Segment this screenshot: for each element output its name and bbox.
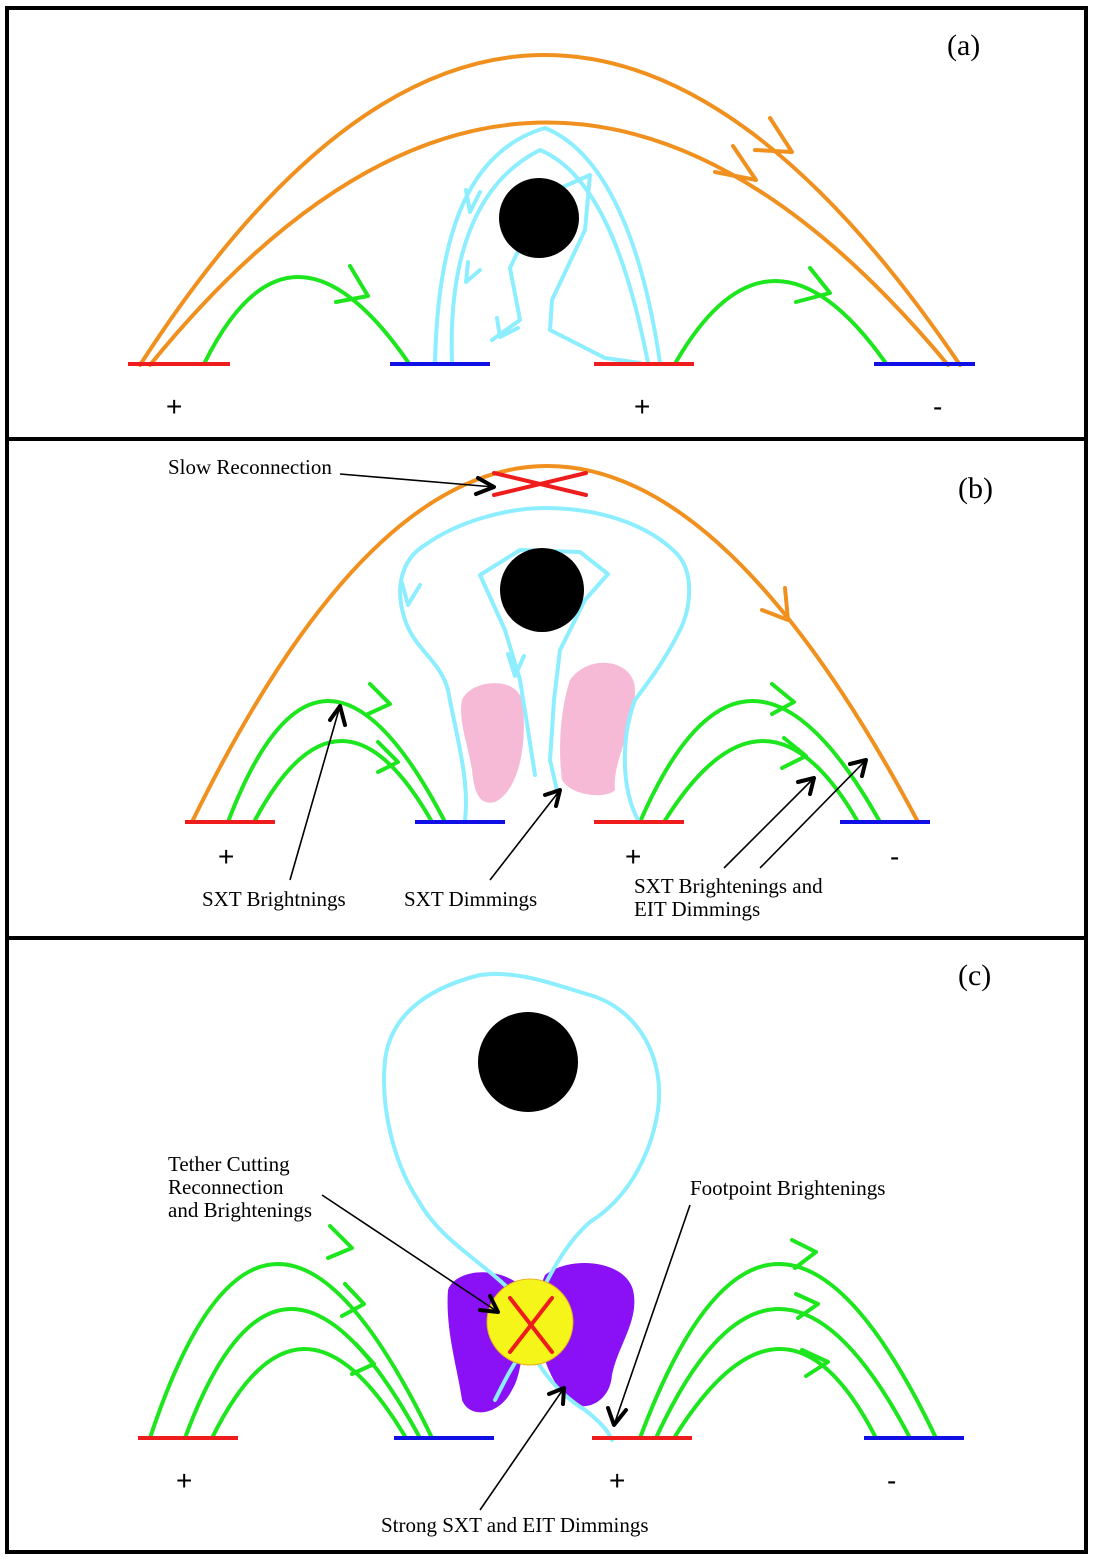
field-direction-arrow: [753, 116, 794, 154]
annotation-arrow: [339, 473, 495, 488]
field-direction-arrow: [495, 316, 520, 339]
side-arcade-left-inner: [252, 739, 434, 824]
label-sxt-dimmings: SXT Dimmings: [404, 887, 537, 911]
sxt-dimming-region: [461, 683, 524, 803]
filament-field-line: [449, 148, 650, 365]
filament-cross-section: [499, 178, 579, 258]
field-direction-arrow: [334, 264, 370, 304]
field-direction-arrow: [790, 1238, 818, 1270]
label-slow-reconnection: Slow Reconnection: [168, 455, 332, 479]
field-direction-arrow: [780, 736, 808, 770]
polarity-sign: -: [890, 841, 899, 872]
panel-b-tag: (b): [958, 472, 993, 505]
annotation-arrow: [479, 1387, 565, 1511]
annotation-arrow: [759, 759, 867, 869]
annotation-arrowhead: [848, 758, 868, 778]
field-direction-arrow: [506, 652, 526, 678]
polarity-sign: +: [609, 1465, 625, 1496]
panel-c-frame: [5, 936, 1088, 1554]
overlying-loop-outer: [138, 53, 962, 367]
tether-cutting-x: [508, 1296, 554, 1354]
annotation-arrow: [289, 705, 341, 881]
slow-reconnection-x: [492, 471, 588, 497]
label-strong-dimmings: Strong SXT and EIT Dimmings: [381, 1513, 649, 1537]
annotation-arrow: [613, 1204, 691, 1426]
label-tether-line3: and Brightenings: [168, 1198, 312, 1222]
field-direction-arrow: [770, 682, 796, 716]
annotation-arrow: [321, 1194, 499, 1313]
side-arcade-right-middle: [654, 1307, 912, 1440]
field-direction-arrow: [794, 1292, 820, 1320]
field-direction-arrow: [376, 740, 400, 774]
filament-field-line: [490, 173, 642, 365]
side-arcade-left-outer: [226, 699, 447, 824]
field-direction-arrow: [350, 1342, 376, 1376]
field-direction-arrow: [760, 586, 790, 622]
annotation-arrowhead: [606, 1406, 628, 1427]
label-tether-line2: Reconnection: [168, 1175, 284, 1199]
panel-a: (a) + + -: [5, 6, 1088, 441]
polarity-sign: +: [176, 1465, 192, 1496]
side-arcade-left-outer: [148, 1262, 434, 1440]
side-arcade-left: [203, 275, 410, 364]
annotation-arrowhead: [328, 704, 347, 727]
overlying-loop-inner: [148, 120, 950, 367]
polarity-sign: +: [218, 841, 234, 872]
overlying-loop: [190, 464, 920, 824]
field-direction-arrow: [464, 188, 482, 214]
side-arcade-right-outer: [638, 1262, 938, 1440]
panel-c-tag: (c): [958, 959, 991, 992]
side-arcade-right-outer: [638, 699, 882, 824]
label-sxt-brightnings: SXT Brightnings: [202, 887, 346, 911]
panel-c: (c) + + -: [5, 936, 1088, 1554]
annotation-arrow: [723, 777, 815, 869]
label-tether-line1: Tether Cutting: [168, 1152, 290, 1176]
label-sxt-brightenings-line2: EIT Dimmings: [634, 897, 760, 921]
side-arcade-left-inner: [210, 1347, 408, 1440]
field-direction-arrow: [400, 581, 422, 607]
filament-cross-section: [500, 548, 584, 632]
field-direction-arrow: [713, 144, 758, 182]
polarity-sign: +: [634, 391, 650, 422]
panel-a-tag: (a): [947, 29, 980, 62]
sxt-dimming-region: [560, 662, 635, 796]
panel-b: (b) + + -: [5, 437, 1088, 940]
polarity-sign: -: [933, 391, 942, 422]
annotation-arrowhead: [543, 788, 562, 808]
field-direction-arrow: [340, 1282, 366, 1318]
polarity-sign: -: [887, 1465, 896, 1496]
filament-field-line: [433, 126, 662, 365]
polarity-sign: +: [625, 841, 641, 872]
side-arcade-right: [674, 279, 887, 364]
field-direction-arrow: [794, 266, 832, 304]
side-arcade-right-inner: [672, 1347, 878, 1440]
polarity-sign: +: [166, 391, 182, 422]
annotation-arrow: [489, 789, 561, 881]
side-arcade-left-middle: [183, 1307, 422, 1440]
field-direction-arrow: [366, 682, 392, 716]
filament-cross-section: [478, 1012, 578, 1112]
flux-rope-outer: [382, 972, 662, 1292]
field-direction-arrow: [326, 1224, 354, 1260]
annotation-arrowhead: [478, 1294, 500, 1314]
field-direction-arrow: [464, 260, 482, 284]
annotation-arrowhead: [796, 776, 816, 796]
label-footpoint-brightenings: Footpoint Brightenings: [690, 1176, 885, 1200]
field-direction-arrow: [800, 1348, 830, 1378]
flux-rope-outer: [398, 506, 692, 822]
side-arcade-right-inner: [662, 739, 860, 824]
annotation-arrowhead: [474, 476, 496, 496]
label-sxt-brightenings-line1: SXT Brightenings and: [634, 874, 823, 898]
annotation-arrowhead: [547, 1386, 566, 1406]
